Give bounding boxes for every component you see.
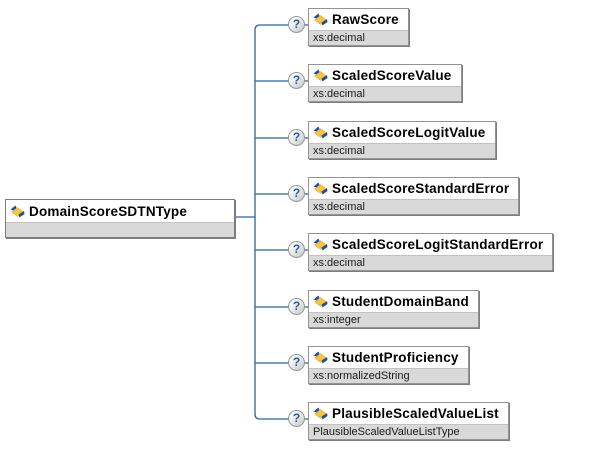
child-row: ? ScaledScoreLogitStandardError xs:decim… — [288, 233, 554, 271]
element-box-plausiblescaledvaluelist[interactable]: PlausibleScaledValueList PlausibleScaled… — [308, 402, 509, 440]
child-row: ? ScaledScoreLogitValue xs:decimal — [288, 121, 496, 159]
element-type: xs:decimal — [309, 255, 553, 270]
element-name: ScaledScoreValue — [332, 68, 452, 83]
element-name: PlausibleScaledValueList — [332, 406, 499, 421]
element-box-scaledscorevalue[interactable]: ScaledScoreValue xs:decimal — [308, 64, 462, 102]
element-icon — [313, 238, 328, 251]
optional-indicator: ? — [288, 354, 305, 371]
child-row: ? StudentDomainBand xs:integer — [288, 290, 479, 328]
element-type: xs:decimal — [309, 199, 519, 214]
element-name: ScaledScoreStandardError — [332, 181, 510, 196]
optional-indicator: ? — [288, 16, 305, 33]
element-type: xs:normalizedString — [309, 368, 468, 383]
child-row: ? ScaledScoreStandardError xs:decimal — [288, 177, 520, 215]
child-row: ? StudentProficiency xs:normalizedString — [288, 346, 469, 384]
child-row: ? RawScore xs:decimal — [288, 8, 409, 46]
root-element-box[interactable]: DomainScoreSDTNType — [5, 199, 235, 238]
root-name-row: DomainScoreSDTNType — [6, 200, 234, 222]
element-icon — [313, 13, 328, 26]
element-box-studentdomainband[interactable]: StudentDomainBand xs:integer — [308, 290, 479, 328]
element-icon — [313, 295, 328, 308]
element-box-scaledscorestandarderror[interactable]: ScaledScoreStandardError xs:decimal — [308, 177, 520, 215]
element-box-studentproficiency[interactable]: StudentProficiency xs:normalizedString — [308, 346, 469, 384]
element-type: PlausibleScaledValueListType — [309, 424, 508, 439]
element-name: StudentDomainBand — [332, 294, 469, 309]
optional-indicator: ? — [288, 298, 305, 315]
root-subtitle-row — [6, 222, 234, 237]
optional-indicator: ? — [288, 241, 305, 258]
optional-indicator: ? — [288, 72, 305, 89]
element-name: ScaledScoreLogitStandardError — [332, 237, 544, 252]
optional-indicator: ? — [288, 185, 305, 202]
element-name: ScaledScoreLogitValue — [332, 125, 486, 140]
optional-indicator: ? — [288, 129, 305, 146]
root-element-name: DomainScoreSDTNType — [29, 203, 188, 219]
element-box-scaledscorelogitstandarderror[interactable]: ScaledScoreLogitStandardError xs:decimal — [308, 233, 554, 271]
element-icon — [313, 126, 328, 139]
element-box-rawscore[interactable]: RawScore xs:decimal — [308, 8, 409, 46]
child-row: ? ScaledScoreValue xs:decimal — [288, 64, 462, 102]
child-row: ? PlausibleScaledValueList PlausibleScal… — [288, 402, 509, 440]
element-icon — [10, 205, 25, 217]
element-type: xs:decimal — [309, 86, 461, 101]
element-box-scaledscorelogitvalue[interactable]: ScaledScoreLogitValue xs:decimal — [308, 121, 496, 159]
element-name: StudentProficiency — [332, 350, 459, 365]
element-type: xs:decimal — [309, 30, 408, 45]
element-type: xs:decimal — [309, 143, 495, 158]
element-type: xs:integer — [309, 312, 478, 327]
optional-indicator: ? — [288, 410, 305, 427]
element-icon — [313, 69, 328, 82]
element-icon — [313, 182, 328, 195]
element-name: RawScore — [332, 12, 399, 27]
element-icon — [313, 351, 328, 364]
element-icon — [313, 407, 328, 420]
